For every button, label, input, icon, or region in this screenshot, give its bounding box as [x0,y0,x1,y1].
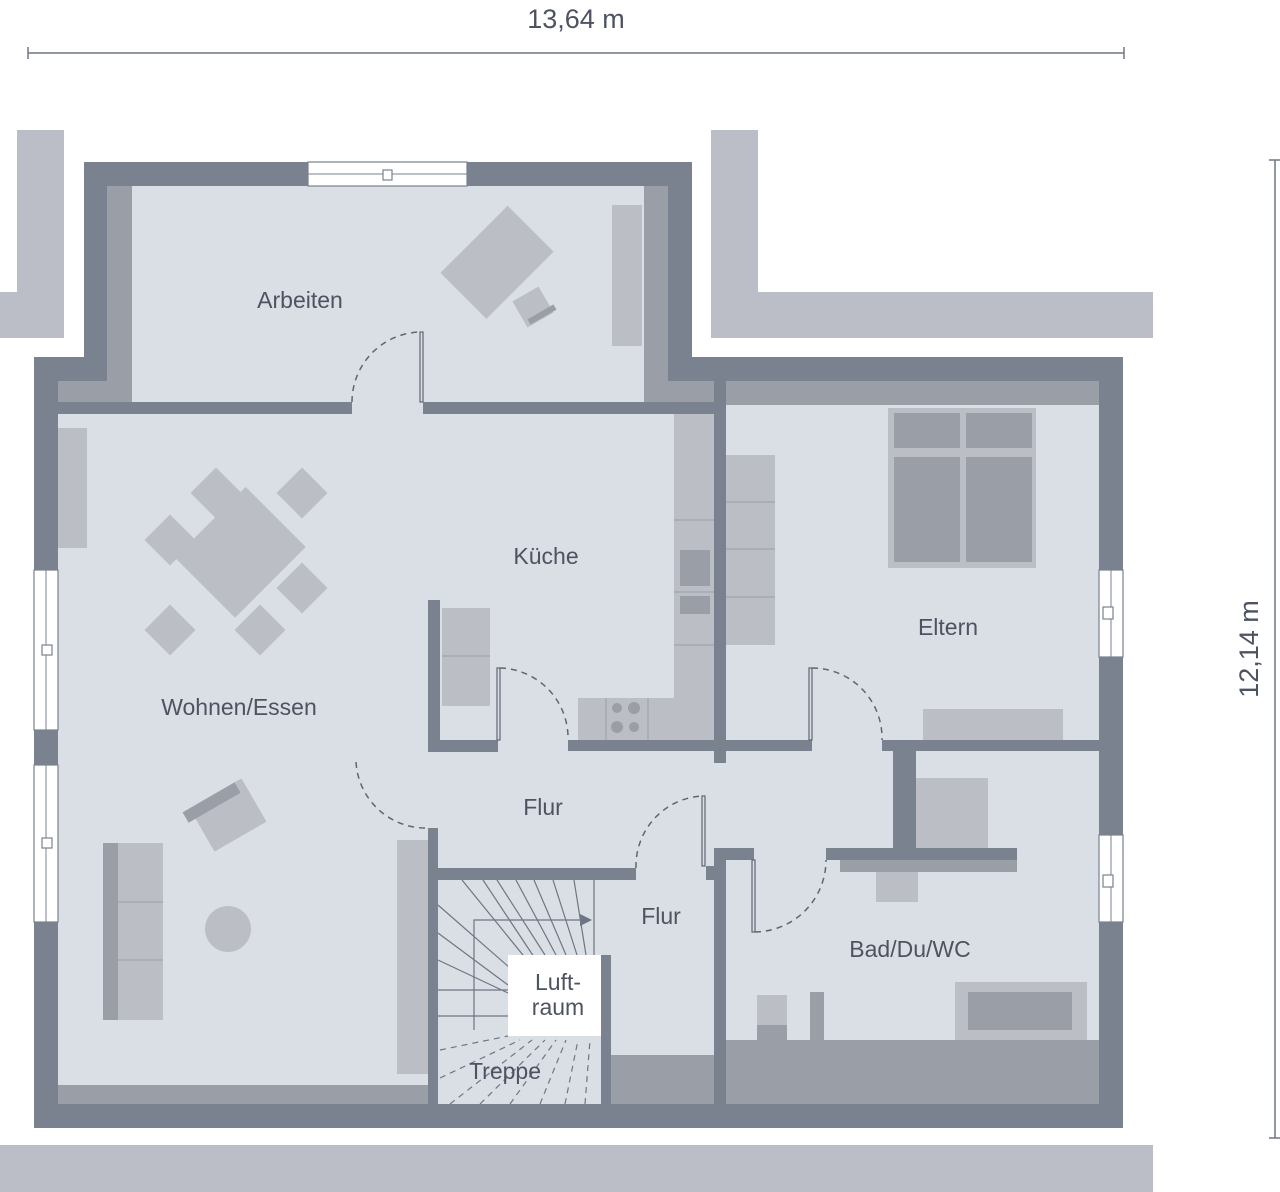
room-labels: Arbeiten Küche Eltern Wohnen/Essen Flur … [161,287,978,1084]
terraces [0,130,1153,1192]
staircase [437,879,601,1105]
furniture [58,205,1087,1074]
room-label-bad: Bad/Du/WC [849,936,970,962]
interior-walls [58,381,1099,1104]
luftraum-void [508,955,601,1036]
depth-label: 12,14 m [1234,600,1264,698]
room-label-flur: Flur [523,794,563,820]
room-label-kueche: Küche [513,543,578,569]
sloped-ceiling-zones [58,186,1099,1104]
room-label-wohnen-essen: Wohnen/Essen [161,694,317,720]
room-label-luftraum-2: raum [532,994,584,1020]
doors [351,331,883,933]
room-label-arbeiten: Arbeiten [257,287,343,313]
width-dimension: 13,64 m [27,4,1125,59]
windows [33,161,1124,923]
room-label-flur-2: Flur [641,903,681,929]
room-label-eltern: Eltern [918,614,978,640]
room-label-luftraum-1: Luft- [535,969,581,995]
width-label: 13,64 m [527,4,625,34]
room-label-treppe: Treppe [469,1058,541,1084]
depth-dimension: 12,14 m [1234,159,1280,1139]
